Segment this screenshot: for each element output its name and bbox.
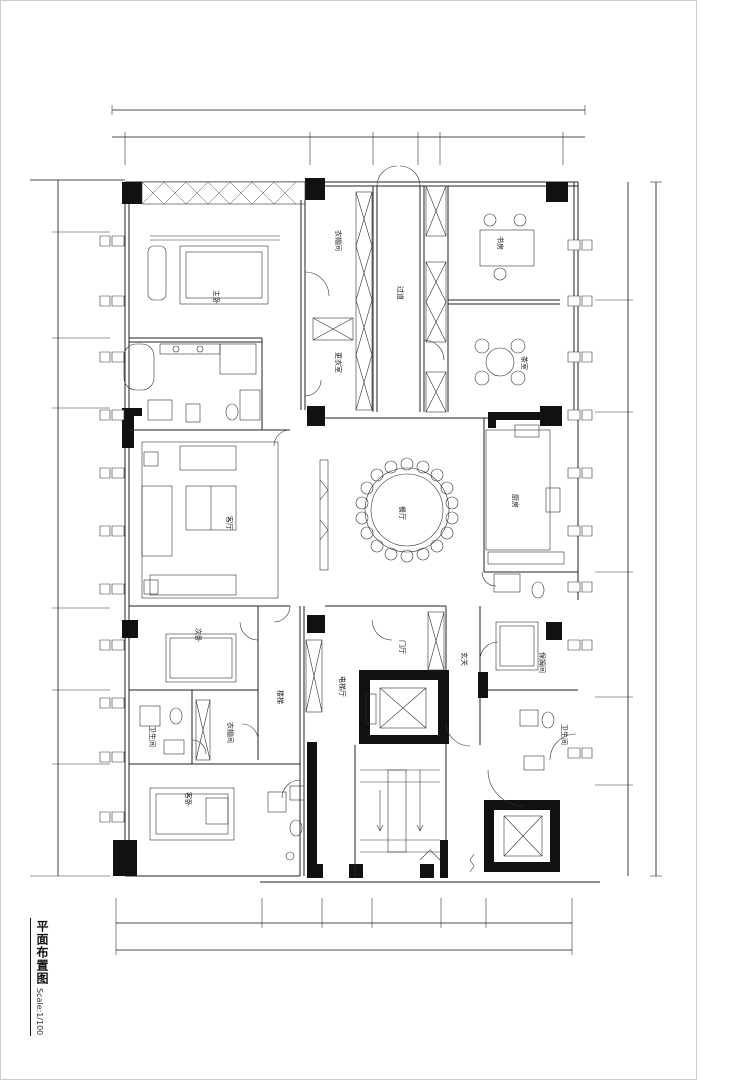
door-swings — [191, 165, 577, 807]
wardrobes — [195, 185, 447, 761]
left-dimension-lines — [30, 179, 125, 877]
master-bath-fixtures — [123, 343, 261, 423]
maid-room-fixtures — [493, 573, 555, 771]
hatched-wall — [141, 181, 306, 205]
label-lobby: 玄关 — [460, 652, 469, 666]
interior-walls — [129, 186, 578, 876]
page-frame — [0, 0, 697, 1080]
thick-walls — [307, 672, 488, 878]
stairs — [360, 769, 475, 873]
master-bed — [147, 235, 280, 305]
plan-title: 平面布置图 — [35, 920, 49, 985]
label-kitchen: 厨房 — [511, 494, 520, 508]
label-maid-room: 保姆间 — [538, 652, 547, 673]
dining-table — [355, 457, 459, 563]
label-study: 书房 — [496, 236, 505, 250]
title-block-rule — [30, 918, 31, 1036]
label-dining-room: 餐厅 — [398, 506, 407, 520]
right-dimension-lines — [595, 181, 662, 877]
elevator-1 — [359, 670, 449, 744]
label-bedroom-1: 主卧 — [212, 290, 221, 304]
label-bedroom-3: 客卧 — [184, 792, 193, 806]
plan-scale: Scale:1/100 — [35, 988, 44, 1036]
label-bath-2: 卫生间 — [148, 726, 157, 747]
label-walkin-2: 更衣室 — [334, 352, 343, 373]
tea-room-furniture — [474, 338, 526, 386]
outer-walls — [124, 181, 600, 883]
label-living-room: 客厅 — [225, 516, 234, 530]
label-walkin-1: 衣帽间 — [334, 230, 343, 251]
right-window-markers — [567, 239, 593, 759]
room-labels: 主卧 过道 衣帽间 更衣室 书房 茶室 客厅 餐厅 厨房 次卧 门厅 卫生间 楼… — [148, 230, 569, 806]
label-elevator-hall: 电梯厅 — [338, 676, 347, 697]
label-tea-room: 茶室 — [520, 356, 529, 370]
structural-columns — [113, 178, 568, 878]
hall-screen — [319, 459, 329, 571]
label-corridor-1: 过道 — [396, 286, 405, 300]
bottom-dimension-lines — [115, 898, 573, 955]
left-window-markers — [99, 235, 125, 823]
label-hall: 门厅 — [398, 640, 407, 654]
label-stair: 楼梯 — [276, 690, 285, 704]
label-bedroom-2: 次卧 — [194, 628, 203, 642]
label-maid-bath: 卫生间 — [560, 724, 569, 745]
lower-bedroom-furniture — [149, 633, 237, 841]
study-furniture — [479, 213, 535, 281]
living-furniture — [141, 441, 279, 599]
top-dimension-lines — [111, 105, 586, 165]
kitchen-counters — [485, 424, 565, 565]
elevator-2 — [484, 800, 560, 872]
secondary-bath-fixtures — [139, 705, 305, 861]
label-closet-3: 衣帽间 — [226, 722, 235, 743]
